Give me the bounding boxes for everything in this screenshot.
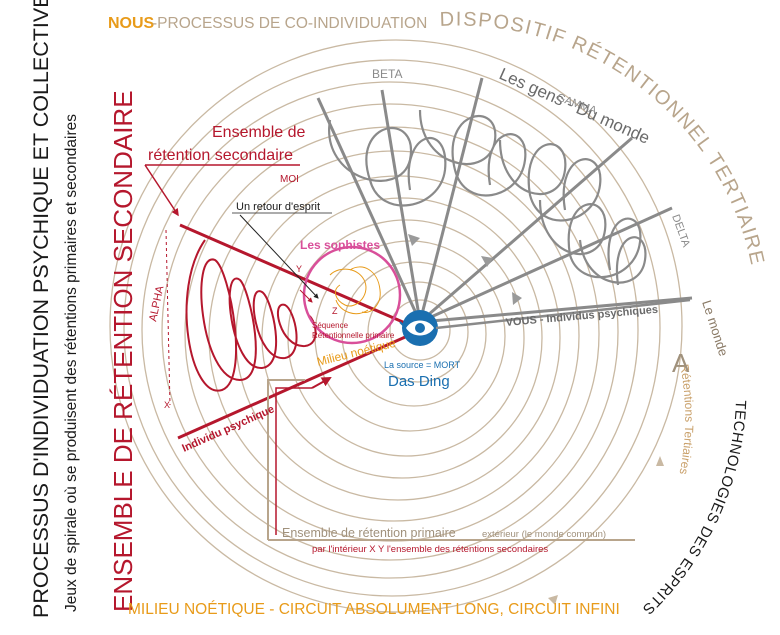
- retour-arrow: [239, 214, 319, 299]
- beta-label: BETA: [372, 67, 402, 81]
- retour-label: Un retour d'esprit: [236, 201, 320, 213]
- sophistes-figure: [329, 266, 381, 315]
- vous-line: [435, 298, 691, 330]
- gray-loops: [328, 109, 647, 286]
- title-main: PROCESSUS D'INDIVIDUATION PSYCHIQUE ET C…: [29, 0, 53, 618]
- gray-rays: [316, 77, 693, 324]
- sequence-line1: Séquence: [312, 321, 349, 330]
- nous-label: NOUS: [108, 15, 155, 32]
- source-label: La source = MORT: [384, 360, 461, 370]
- retentions-tertiaires-label: Rétentions Tertiaires: [676, 363, 696, 476]
- z-label: Z: [332, 306, 338, 316]
- das-ding-label: Das Ding: [388, 373, 450, 390]
- moi-label: MOI: [280, 174, 299, 185]
- title-red: ENSEMBLE DE RÉTENTION SECONDAIRE: [108, 90, 138, 612]
- primaire-line1: Ensemble de rétention primaire: [282, 526, 456, 540]
- ensemble-sec-line2: rétention secondaire: [148, 147, 293, 164]
- primaire-line1b: extérieur (le monde commun): [482, 529, 606, 540]
- sophistes-label: Les sophistes: [300, 238, 380, 252]
- y-label: Y: [296, 264, 302, 274]
- primaire-path: [267, 377, 635, 541]
- sophistes-circle: [302, 245, 402, 345]
- sequence-line2: Rétentionnelle primaire: [312, 331, 395, 340]
- x-label: X: [164, 400, 170, 410]
- le-monde-label: Le monde: [699, 298, 731, 358]
- gray-arrows: [408, 234, 522, 305]
- ring-arrows: [548, 456, 664, 605]
- processus-label: -PROCESSUS DE CO-INDIVIDUATION: [152, 15, 427, 32]
- eye-icon: [399, 310, 438, 346]
- delta-label: DELTA: [669, 213, 692, 250]
- title-sub: Jeux de spirale où se produisent des rét…: [63, 114, 80, 612]
- primaire-line2: par l'intérieur X Y l'ensemble des réten…: [312, 544, 548, 555]
- a-letter: A: [672, 348, 690, 378]
- bottom-label: MILIEU NOÉTIQUE - CIRCUIT ABSOLUMENT LON…: [128, 601, 620, 618]
- z-tick: [299, 289, 313, 303]
- ensemble-sec-line1: Ensemble de: [212, 124, 305, 141]
